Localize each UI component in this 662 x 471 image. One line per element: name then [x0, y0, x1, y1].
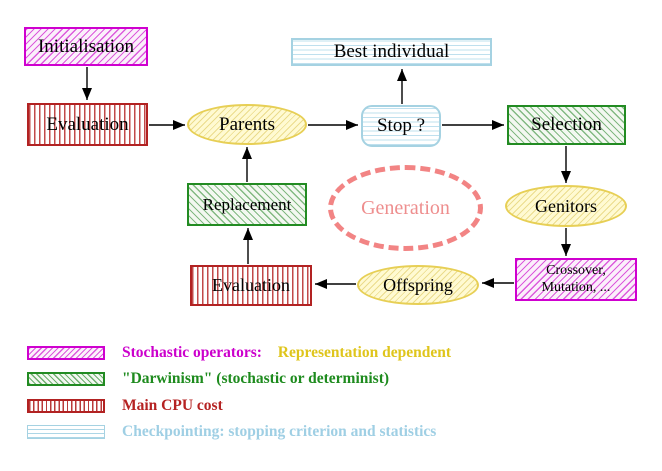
legend-swatch-red-stripes-icon [27, 399, 105, 413]
legend-label-darwinism: "Darwinism" (stochastic or determinist) [122, 370, 390, 387]
legend-label-stochastic-operators: Stochastic operators: [122, 344, 262, 361]
node-replacement: Replacement [187, 183, 307, 226]
node-best-individual: Best individual [291, 38, 492, 66]
legend-label-main-cpu-cost: Main CPU cost [122, 397, 223, 414]
node-selection: Selection [507, 105, 626, 145]
node-stop: Stop ? [361, 105, 441, 147]
node-crossover-mutation: Crossover, Mutation, ... [515, 258, 637, 301]
crossover-line2: Mutation, ... [541, 279, 611, 295]
legend-swatch-magenta-hatch-icon [27, 346, 105, 360]
node-parents: Parents [187, 104, 307, 145]
legend-swatch-green-hatch-icon [27, 372, 105, 386]
node-generation: Generation [328, 165, 483, 251]
node-offspring: Offspring [357, 265, 479, 305]
legend-item-stochastic-operators: Stochastic operators: Representation dep… [27, 344, 452, 361]
legend-item-main-cpu-cost: Main CPU cost [27, 397, 223, 414]
legend-item-darwinism: "Darwinism" (stochastic or determinist) [27, 370, 390, 387]
legend-label-checkpointing: Checkpointing: stopping criterion and st… [122, 423, 437, 440]
legend-label-representation-dependent: Representation dependent [277, 344, 452, 361]
legend-item-checkpointing: Checkpointing: stopping criterion and st… [27, 423, 437, 440]
node-genitors: Genitors [505, 185, 627, 227]
node-evaluation-top: Evaluation [27, 103, 148, 146]
node-evaluation-bottom: Evaluation [190, 265, 312, 306]
node-initialisation: Initialisation [24, 27, 148, 66]
legend-swatch-cyan-stripes-icon [27, 425, 105, 439]
crossover-line1: Crossover, [546, 263, 606, 279]
